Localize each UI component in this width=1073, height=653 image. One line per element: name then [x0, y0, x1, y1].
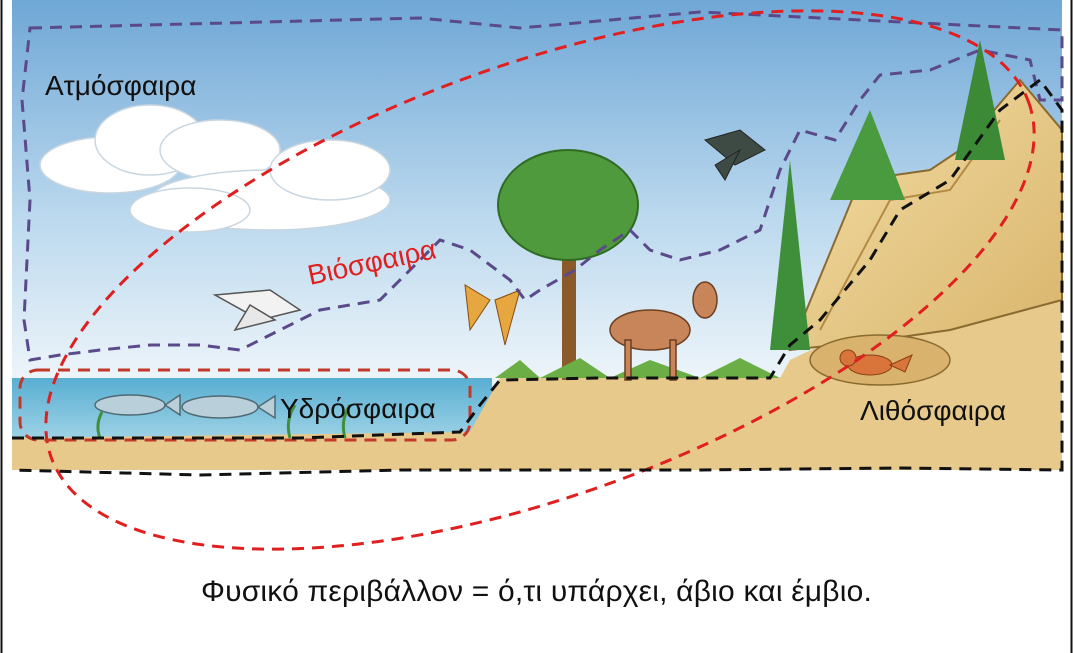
hydrosphere-label: Υδρόσφαιρα: [280, 393, 436, 424]
lithosphere-label: Λιθόσφαιρα: [860, 395, 1006, 426]
caption: Φυσικό περιβάλλον = ό,τι υπάρχει, άβιο κ…: [0, 575, 1073, 609]
atmosphere-label: Ατμόσφαιρα: [45, 70, 196, 101]
